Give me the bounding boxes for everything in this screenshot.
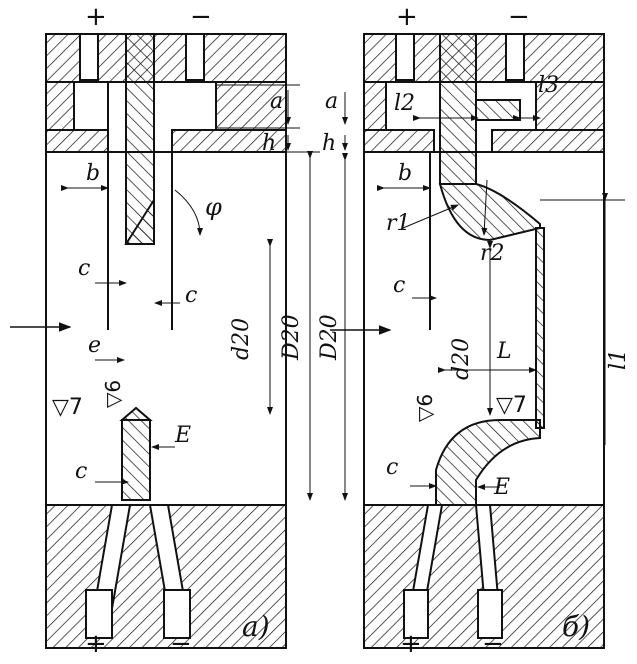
panel-b-label-E: E bbox=[493, 475, 510, 500]
panel-b-polarity-top-left: + bbox=[396, 2, 418, 32]
panel-a-roughness-7: ▽7 bbox=[52, 395, 83, 420]
panel-a bbox=[10, 33, 320, 649]
panel-b-roughness-6: ▽6 bbox=[413, 394, 437, 422]
panel-b-central-rod bbox=[439, 33, 477, 185]
panel-b-label-l1: l1 bbox=[606, 349, 631, 370]
panel-a-polarity-top-right: − bbox=[190, 2, 212, 32]
panel-a-polarity-bottom-right: − bbox=[170, 629, 192, 659]
panel-a-polarity-bottom-left: + bbox=[85, 629, 107, 659]
panel-b-caption: б) bbox=[562, 610, 590, 643]
panel-b-label-a: a bbox=[325, 89, 338, 114]
panel-b-label-r2: r2 bbox=[480, 241, 505, 266]
panel-b-label-d20: d20 bbox=[449, 338, 474, 380]
panel-b-label-L: L bbox=[496, 339, 512, 364]
panel-b-label-l2: l2 bbox=[394, 91, 415, 116]
panel-a-labels: + − + − a h b φ c c e E c d20 D20 ▽7 ▽6 … bbox=[52, 2, 304, 659]
panel-a-roughness-6: ▽6 bbox=[101, 380, 125, 408]
panel-b-polarity-top-right: − bbox=[508, 2, 530, 32]
panel-a-label-h: h bbox=[262, 131, 276, 156]
panel-a-label-c-left: c bbox=[78, 256, 90, 281]
panel-b-label-D20: D20 bbox=[317, 314, 342, 361]
panel-a-label-e: e bbox=[88, 333, 101, 358]
panel-b-label-b: b bbox=[398, 161, 412, 186]
panel-b-label-h: h bbox=[322, 131, 336, 156]
panel-a-caption: а) bbox=[242, 610, 270, 643]
panel-a-label-c-bottom: c bbox=[75, 459, 87, 484]
panel-b-label-c-bottom: c bbox=[386, 455, 398, 480]
panel-a-label-D20: D20 bbox=[279, 314, 304, 361]
panel-b-label-l3: l3 bbox=[538, 73, 559, 98]
panel-a-label-c-right: c bbox=[185, 283, 197, 308]
panel-b-roughness-7: ▽7 bbox=[496, 393, 527, 418]
panel-a-label-b: b bbox=[86, 161, 100, 186]
panel-b bbox=[330, 33, 625, 649]
panel-a-label-d20: d20 bbox=[229, 318, 254, 360]
panel-b-lower-bulb bbox=[435, 419, 541, 506]
panel-a-polarity-top-left: + bbox=[85, 2, 107, 32]
panel-b-polarity-bottom-left: + bbox=[400, 629, 422, 659]
panel-b-upper-bulb bbox=[438, 183, 541, 242]
panel-b-labels: + − + − a h l2 l3 b r1 r2 c c d20 D20 L … bbox=[317, 2, 631, 659]
panel-a-label-phi: φ bbox=[205, 193, 222, 221]
panel-b-label-r1: r1 bbox=[386, 211, 411, 236]
panel-b-label-c: c bbox=[393, 273, 405, 298]
panel-a-label-E: E bbox=[174, 423, 191, 448]
panel-b-polarity-bottom-right: − bbox=[482, 629, 504, 659]
panel-a-label-a: a bbox=[270, 89, 283, 114]
